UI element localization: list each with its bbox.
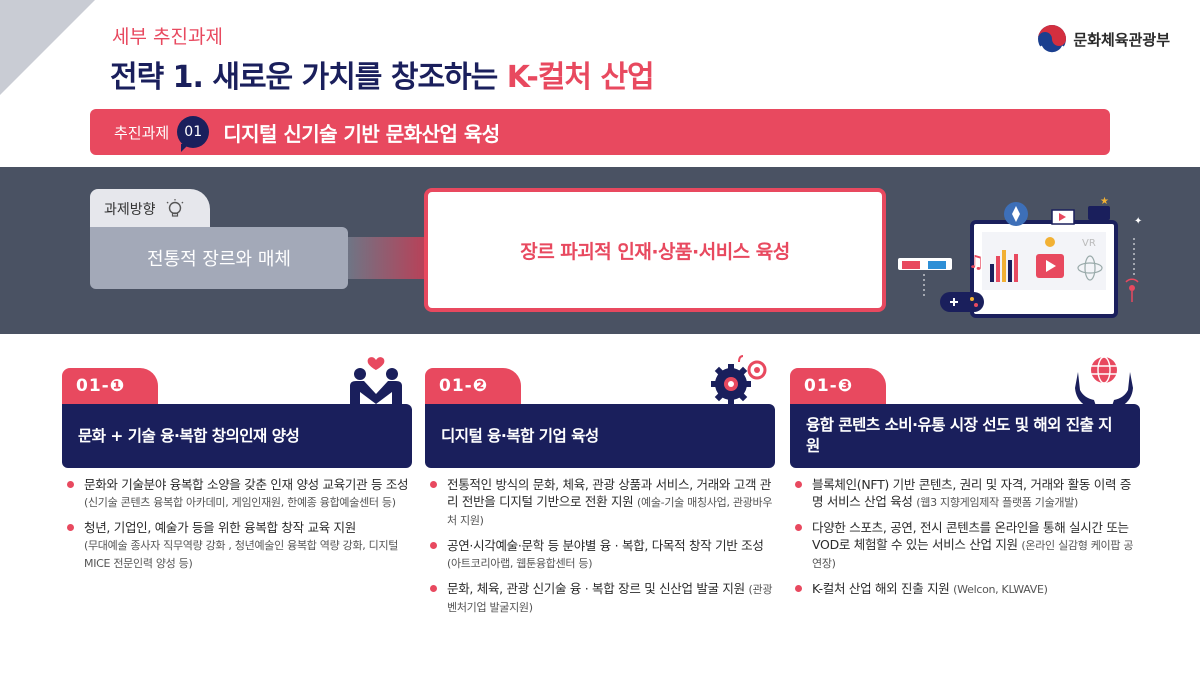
task-label: 추진과제: [114, 123, 170, 142]
taegeuk-icon: [1038, 25, 1067, 54]
bar-chart-icon: [990, 250, 1018, 282]
current-state-box: 전통적 장르와 매체: [90, 227, 348, 289]
item-note: (관광벤처기업 발굴지원): [447, 583, 773, 614]
subtask-heading-box: 문화 + 기술 융·복합 창의인재 양성: [62, 404, 412, 468]
page-title: 전략 1. 새로운 가치를 창조하는 K-컬처 산업: [110, 52, 655, 96]
item-note: (온라인 실감형 케이팝 공연장): [812, 539, 1134, 570]
current-state-text: 전통적 장르와 매체: [147, 249, 291, 270]
subtask-number: 01-❸: [804, 376, 854, 396]
lightbulb-icon: [166, 199, 183, 217]
sparkle-icon: ✦: [1134, 216, 1142, 227]
list-item: 문화와 기술분야 융복합 소양을 갖춘 인재 양성 교육기관 등 조성 (신기술…: [66, 476, 412, 511]
ministry-name: 문화체육관광부: [1073, 30, 1170, 49]
list-item: 전통적인 방식의 문화, 체육, 관광 상품과 서비스, 거래와 고객 관리 전…: [429, 476, 775, 529]
transition-arrow-body: [348, 237, 436, 279]
hands-globe-icon: [1075, 356, 1133, 406]
task-number-badge: 01: [177, 116, 210, 152]
item-note: (예술-기술 매칭사업, 관광바우처 지원): [447, 496, 773, 527]
item-note: (웹3 지향게임제작 플랫폼 기술개발): [916, 496, 1079, 509]
subtask-number-tab: 01-❸: [790, 368, 886, 404]
item-text: 블록체인(NFT) 기반 콘텐츠, 권리 및 자격, 거래와 활동 이력 증명 …: [812, 477, 1132, 509]
camera-icon: [1088, 206, 1110, 220]
target-state-text: 장르 파괴적 인재·상품·서비스 육성: [520, 240, 790, 263]
direction-tab-label: 과제방향: [104, 202, 156, 218]
item-text: K-컬처 산업 해외 진출 지원: [812, 581, 954, 596]
title-accent: K-컬처 산업: [506, 60, 655, 95]
list-item: 청년, 기업인, 예술가 등을 위한 융복합 창작 교육 지원 (무대예술 종사…: [66, 519, 412, 572]
item-text: 문화와 기술분야 융복합 소양을 갖춘 인재 양성 교육기관 등 조성: [84, 477, 409, 492]
title-main: 전략 1. 새로운 가치를 창조하는: [110, 60, 507, 95]
subtask-number-tab: 01-❶: [62, 368, 158, 404]
target-state-box: 장르 파괴적 인재·상품·서비스 육성: [424, 188, 886, 312]
list-item: K-컬처 산업 해외 진출 지원 (Welcon, KLWAVE): [794, 580, 1140, 598]
item-note: (Welcon, KLWAVE): [953, 583, 1048, 596]
people-heart-icon: [350, 357, 402, 404]
subtask-heading: 융합 콘텐츠 소비·유통 시장 선도 및 해외 진출 지원: [806, 416, 1113, 455]
item-text: 공연·시각예술·문학 등 분야별 융 · 복합, 다목적 창작 기반 조성: [447, 538, 764, 553]
corner-decoration: [0, 0, 95, 95]
subtask-heading: 디지털 융·복합 기업 육성: [441, 426, 599, 445]
page-subtitle: 세부 추진과제: [112, 26, 223, 48]
star-icon: ★: [1100, 196, 1109, 207]
gamepad-icon: [940, 292, 984, 312]
item-text: 청년, 기업인, 예술가 등을 위한 융복합 창작 교육 지원: [84, 520, 356, 535]
item-note: (신기술 콘텐츠 융복합 아카데미, 게임인재원, 한예종 융합예술센터 등): [84, 496, 396, 509]
subtask-number: 01-❷: [439, 376, 489, 396]
subtask-heading-box: 디지털 융·복합 기업 육성: [425, 404, 775, 468]
play-video-icon: [1036, 254, 1064, 278]
subtask-item-list: 전통적인 방식의 문화, 체육, 관광 상품과 서비스, 거래와 고객 관리 전…: [429, 476, 775, 624]
list-item: 공연·시각예술·문학 등 분야별 융 · 복합, 다목적 창작 기반 조성 (아…: [429, 537, 775, 572]
item-text: 문화, 체육, 관광 신기술 융 · 복합 장르 및 신산업 발굴 지원: [447, 581, 749, 596]
atom-icon: [1077, 255, 1103, 281]
vr-label: VR: [1082, 238, 1096, 249]
broadcast-antenna-icon: [1125, 278, 1139, 302]
item-note: (아트코리아랩, 웹툰융합센터 등): [447, 557, 593, 570]
subtask-number: 01-❶: [76, 376, 126, 396]
item-text: 다양한 스포츠, 공연, 전시 콘텐츠를 온라인을 통해 실시간 또는 VOD로…: [812, 520, 1129, 552]
music-note-icon: ♫: [968, 252, 984, 273]
profile-icon: [1045, 237, 1055, 247]
item-text: 전통적인 방식의 문화, 체육, 관광 상품과 서비스, 거래와 고객 관리 전…: [447, 477, 772, 509]
ministry-logo: 문화체육관광부: [1037, 24, 1170, 54]
subtask-heading-box: 융합 콘텐츠 소비·유통 시장 선도 및 해외 진출 지원: [790, 404, 1140, 468]
subtask-item-list: 블록체인(NFT) 기반 콘텐츠, 권리 및 자격, 거래와 활동 이력 증명 …: [794, 476, 1140, 606]
item-note: (무대예술 종사자 직무역량 강화 , 청년예술인 융복합 역량 강화, 디지털…: [84, 539, 399, 570]
digital-media-illustration: VR ♫ ★ ✦: [898, 196, 1142, 318]
gears-icon: [711, 355, 767, 404]
subtask-heading: 문화 + 기술 융·복합 창의인재 양성: [78, 426, 300, 445]
list-item: 문화, 체육, 관광 신기술 융 · 복합 장르 및 신산업 발굴 지원 (관광…: [429, 580, 775, 616]
3d-glasses-icon: [898, 258, 952, 270]
task-banner: 추진과제 01 디지털 신기술 기반 문화산업 육성: [90, 109, 1110, 155]
subtask-item-list: 문화와 기술분야 융복합 소양을 갖춘 인재 양성 교육기관 등 조성 (신기술…: [66, 476, 412, 580]
list-item: 블록체인(NFT) 기반 콘텐츠, 권리 및 자격, 거래와 활동 이력 증명 …: [794, 476, 1140, 511]
direction-tab: 과제방향: [90, 189, 210, 229]
task-title: 디지털 신기술 기반 문화산업 육성: [223, 121, 500, 146]
subtask-number-tab: 01-❷: [425, 368, 521, 404]
list-item: 다양한 스포츠, 공연, 전시 콘텐츠를 온라인을 통해 실시간 또는 VOD로…: [794, 519, 1140, 572]
